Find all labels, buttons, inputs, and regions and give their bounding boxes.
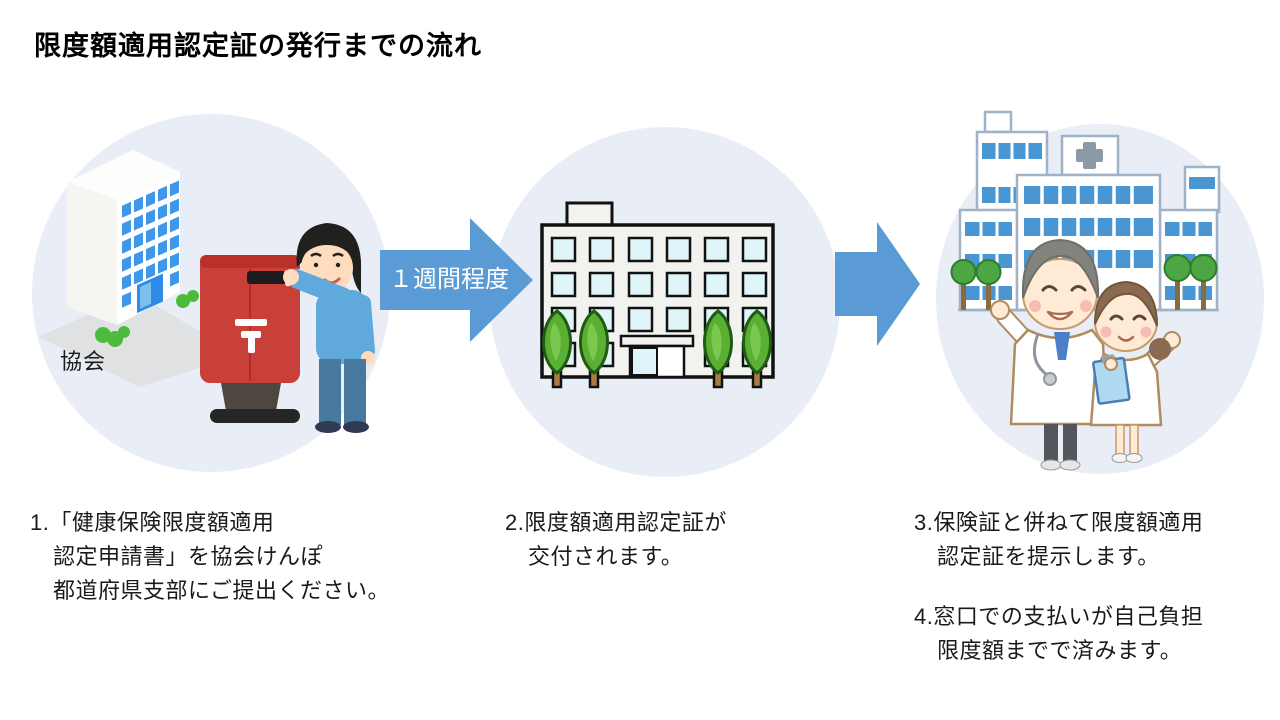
nurse-legs <box>1115 424 1139 456</box>
flow-arrow-1 <box>380 218 533 342</box>
bushes-icon <box>95 290 199 347</box>
shoe <box>315 421 341 433</box>
tie <box>1054 332 1070 360</box>
step3-caption: 3.保険証と併ねて限度額適用 認定証を提示します。 <box>914 506 1203 574</box>
hand <box>283 269 299 285</box>
association-label: 協会 <box>60 349 107 374</box>
step3-step4-captions: 3.保険証と併ねて限度額適用 認定証を提示します。 4.窓口での支払いが自己負担… <box>914 506 1203 668</box>
doctor-hair <box>1022 238 1099 299</box>
stethoscope-icon <box>1032 333 1047 376</box>
caption-line: 2.限度額適用認定証が <box>505 510 727 535</box>
doctor-pants <box>1044 424 1077 462</box>
page-title: 限度額適用認定証の発行までの流れ <box>34 31 482 61</box>
doctor-icon <box>990 238 1109 471</box>
branch-office-building-icon <box>540 201 775 379</box>
shoe <box>343 421 369 433</box>
arm <box>287 269 353 307</box>
postbox-stand <box>221 383 281 411</box>
step2-caption: 2.限度額適用認定証が 交付されます。 <box>505 506 727 574</box>
nurse-icon <box>1089 280 1181 463</box>
step1-caption: 1.「健康保険限度額適用 認定申請書」を協会けんぽ 都道府県支部にご提出ください… <box>30 506 390 608</box>
medical-cross-icon <box>1076 142 1103 169</box>
shirt <box>316 290 368 364</box>
caption-line: 交付されます。 <box>528 544 684 569</box>
caption-line: 認定申請書」を協会けんぽ <box>53 544 324 569</box>
red-postbox-icon <box>200 255 300 423</box>
caption-line: 都道府県支部にご提出ください。 <box>53 578 391 603</box>
arrow1-label: １週間程度 <box>389 266 509 293</box>
step4-caption: 4.窓口での支払いが自己負担 限度額までで済みます。 <box>914 600 1203 668</box>
doctor-hand <box>990 300 1010 320</box>
trees-icon <box>542 309 772 389</box>
arrow-right-icon <box>380 218 533 342</box>
stage2-illustration <box>540 201 775 389</box>
ground-shadow <box>39 293 240 387</box>
post-mark-icon <box>235 319 267 353</box>
caption-line: 3.保険証と併ねて限度額適用 <box>914 510 1204 535</box>
entrance-canopy <box>619 334 695 348</box>
flow-arrow-2 <box>835 222 920 346</box>
building-windows <box>122 180 179 314</box>
arrow-right-icon <box>835 222 920 346</box>
hair-bun <box>1149 338 1171 360</box>
stage1-illustration <box>39 150 375 433</box>
caption-line: 4.窓口での支払いが自己負担 <box>914 604 1204 629</box>
postbox-base <box>210 409 300 423</box>
caption-line: 認定証を提示します。 <box>937 544 1160 569</box>
man-posting-letter-icon <box>283 223 375 433</box>
hospital-trees-icon <box>950 254 1218 310</box>
association-office-building-icon <box>67 150 199 347</box>
postbox-slot <box>247 271 287 284</box>
stage3-illustration <box>950 110 1221 471</box>
caption-line: 1.「健康保険限度額適用 <box>30 510 275 535</box>
caption-line: 限度額までで済みます。 <box>937 638 1183 663</box>
nurse-hair <box>1094 280 1158 327</box>
pants <box>319 359 366 425</box>
